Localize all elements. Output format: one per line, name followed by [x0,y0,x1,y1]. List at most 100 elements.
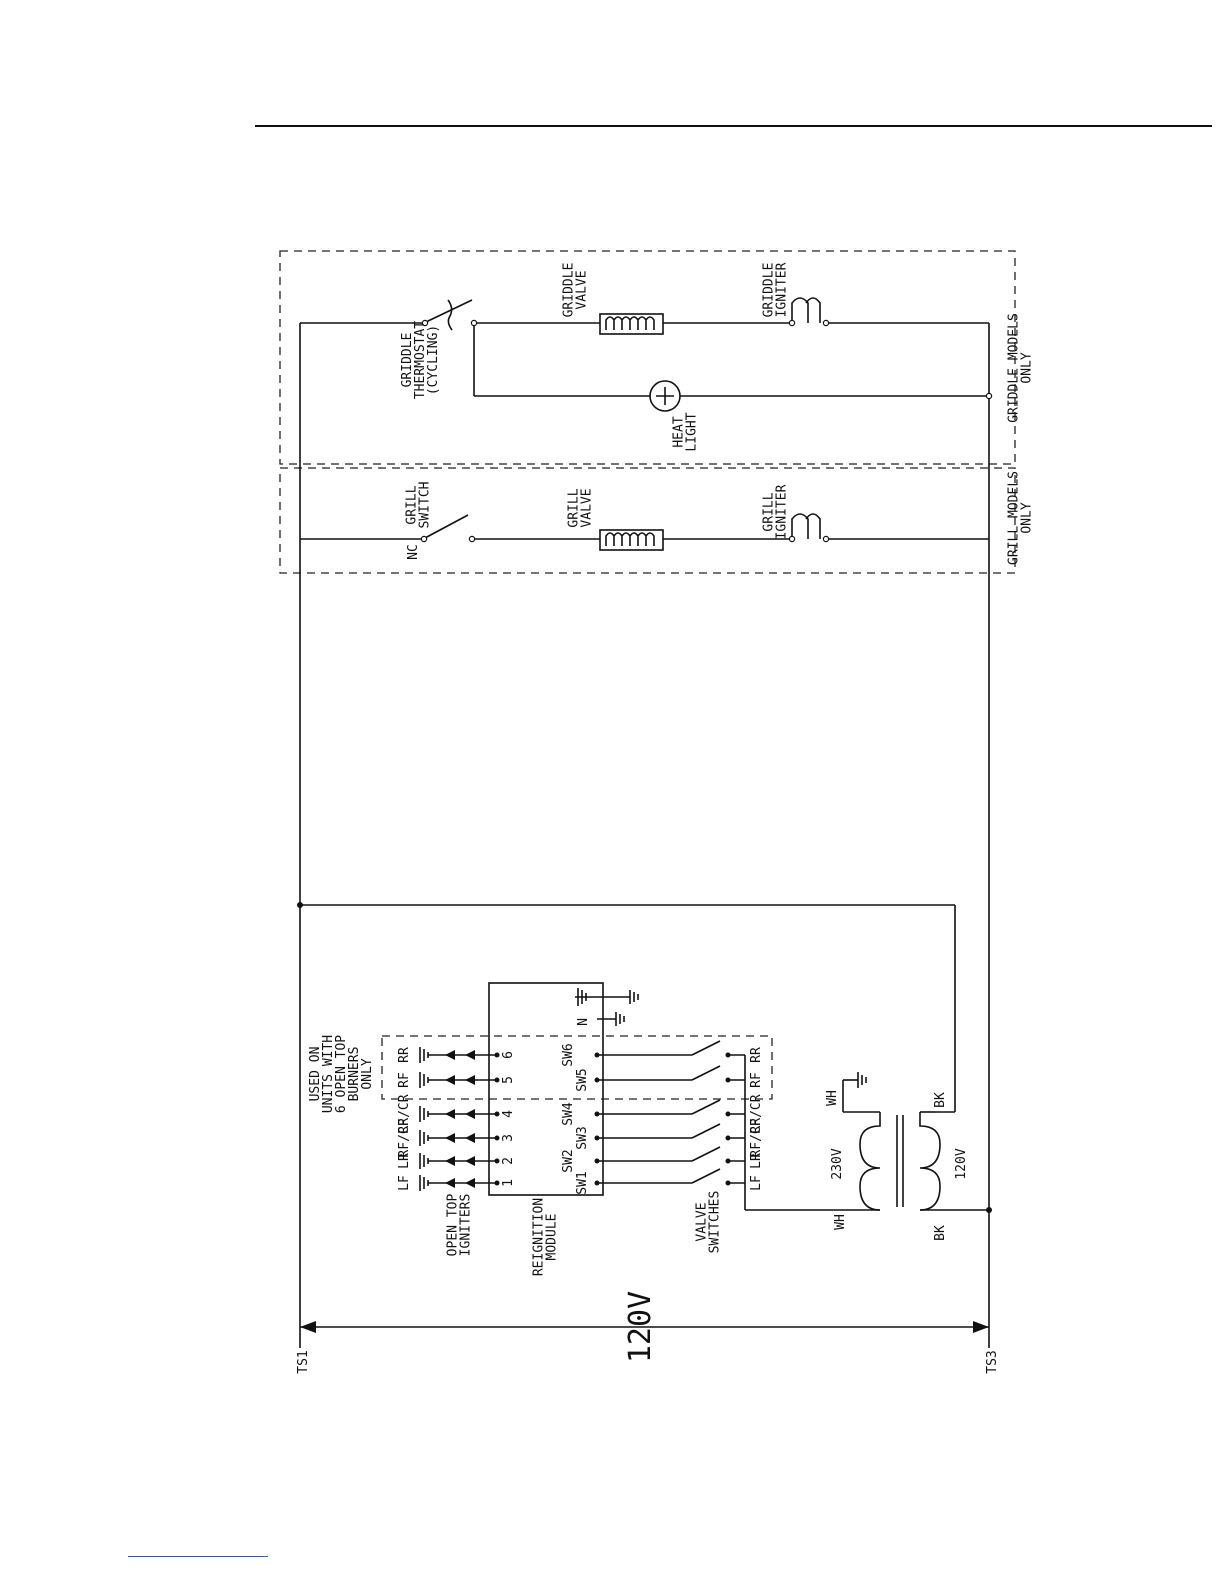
wh-bottom-label: WH [833,1214,848,1230]
switch-name: LF [749,1175,764,1191]
heat-light-label-line: HEAT [672,416,687,447]
griddle-igniter-label-line: IGNITER [775,262,790,317]
used-on-label-line: BURNERS [347,1047,362,1102]
grill-switch-label-line: SWITCH [418,482,433,529]
pin-number: 6 [501,1051,516,1059]
v230-label-line: 230V [830,1148,845,1179]
grill-igniter-coil [791,513,821,539]
used-on-label-line: 6 OPEN TOP [334,1035,349,1113]
wh-top-label: WH [825,1090,840,1106]
terminal [788,535,796,543]
bk-bottom-label: BK [933,1225,948,1241]
griddle-valve-coil [599,313,664,335]
neutral-label-line: N [576,1018,591,1026]
griddle-models-label-line: GRIDDLE MODELS [1007,313,1022,423]
six-burner-box [381,1035,773,1100]
reignition-module-label-line: MODULE [545,1214,560,1261]
grill-valve-label-line: VALVE [580,488,595,527]
wh-top-label-line: WH [825,1090,840,1106]
igniter-name: RR [397,1047,412,1063]
terminal [788,319,796,327]
terminal [421,319,429,327]
grill-switch-label-line: GRILL [405,485,420,524]
ts3-label: TS3 [985,1350,1000,1373]
used-on-label-line: UNITS WITH [321,1035,336,1113]
sw-label: SW3 [575,1126,590,1149]
switch-name: RR/CR [749,1094,764,1133]
griddle-thermostat-label-line: THERMOSTAT [413,321,428,399]
bk-top-label: BK [933,1092,948,1108]
secondary-coil [919,1112,941,1211]
griddle-valve-label-line: VALVE [575,270,590,309]
v120-transformer-label-line: 120V [954,1148,969,1179]
igniter-name: RR/CR [397,1094,412,1133]
grill-models-box [279,467,1016,574]
switch-name: RF [749,1072,764,1088]
igniter-row-4: RR/CR 4 SW4 RR/CR [397,1094,764,1133]
terminal [468,535,476,543]
nc-label-line: NC [406,544,421,560]
griddle-models-label-line: ONLY [1020,352,1035,383]
griddle-thermostat-label-line: GRIDDLE [400,333,415,388]
griddle-thermostat-switch [425,299,473,323]
neutral-label: N [576,1018,591,1026]
igniter-name: RF [397,1072,412,1088]
v120-transformer-label: 120V [954,1148,969,1179]
terminal [822,535,830,543]
primary-coil [859,1112,881,1211]
sw-label: SW1 [575,1171,590,1194]
terminal [420,535,428,543]
grill-models-label-line: GRILL MODELS [1007,471,1022,565]
sw-label: SW2 [561,1149,576,1172]
v230-label: 230V [830,1148,845,1179]
griddle-thermostat-label-line: (CYCLING) [426,325,441,395]
griddle-igniter-coil [791,297,821,323]
v120-main-label: 120V [623,1291,658,1363]
igniter-name: LF [397,1175,412,1191]
v120-main-label-line: 120V [623,1291,658,1363]
grill-switch [424,514,469,539]
nc-label: NC [406,544,421,560]
valve-switches-label-line: VALVE [695,1202,710,1241]
terminal [470,319,478,327]
sw-label: SW4 [561,1102,576,1126]
pin-number: 5 [501,1076,516,1084]
open-top-igniters-label-line: IGNITERS [459,1194,474,1257]
ts1-label: TS1 [296,1350,311,1373]
grill-igniter-label-line: IGNITER [775,484,790,539]
igniter-name: RF/CF [397,1118,412,1157]
valve-switches-label-line: SWITCHES [708,1191,723,1254]
switch-name: RR [749,1047,764,1063]
ts1-label-line: TS1 [296,1350,311,1373]
ts3-label-line: TS3 [985,1350,1000,1373]
switch-name: LR [749,1153,764,1169]
pin-number: 2 [501,1157,516,1165]
switch-name: RF/CF [749,1118,764,1157]
header-rule [255,125,1212,127]
pin-number: 4 [501,1110,516,1118]
footer-rule [128,1556,268,1557]
terminal [985,392,993,400]
heat-light-label-line: LIGHT [685,412,700,451]
wh-bottom-label-line: WH [833,1214,848,1230]
terminal [822,319,830,327]
griddle-models-box [279,250,1016,465]
griddle-valve-label-line: GRIDDLE [562,263,577,318]
